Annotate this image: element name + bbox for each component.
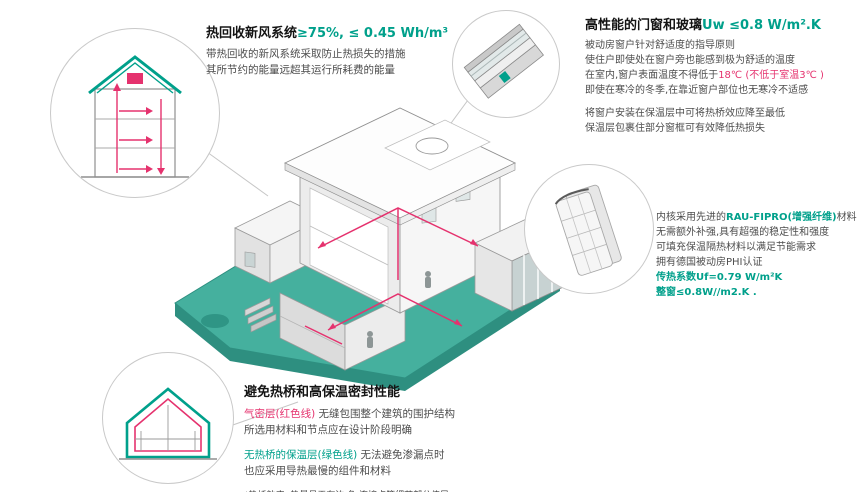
- human-figures: [367, 271, 431, 348]
- window-corner-detail-circle: [452, 10, 560, 118]
- house-cutaway-drawing: [174, 107, 573, 391]
- isometric-passive-house-illustration: [160, 78, 580, 408]
- windows-title: 高性能的门窗和玻璃Uw ≤0.8 W/m².K: [585, 14, 861, 33]
- insulation-layer-line: [125, 387, 211, 459]
- ventilation-ducts: [304, 207, 479, 345]
- thermal-p2-line2: 也应采用导热最慢的组件和材料: [244, 464, 391, 477]
- windows-title-green: Uw ≤0.8 W/m².K: [702, 18, 821, 33]
- section-ventilation: 热回收新风系统≥75%, ≤ 0.45 Wh/m³ 带热回收的新风系统采取防止热…: [206, 22, 486, 79]
- duct-arrowheads: [318, 239, 478, 330]
- windows-body-line2: 使住户即使处在窗户旁也能感到极为舒适的温度: [585, 55, 795, 66]
- basement-stairs: [244, 297, 277, 333]
- profile-line1-black: 内核采用先进的: [656, 212, 726, 223]
- ventilation-body-line1: 带热回收的新风系统采取防止热损失的措施: [206, 48, 406, 60]
- windows-title-black: 高性能的门窗和玻璃: [585, 18, 703, 33]
- house-section-ventilation-icon: [81, 55, 189, 178]
- airflow-arrows: [116, 85, 162, 173]
- thermal-p2-rest: 无法避免渗漏点时: [357, 448, 445, 461]
- window-profile-3d-icon: [554, 184, 622, 276]
- thermal-p1-line2: 所选用材料和节点应在设计阶段明确: [244, 424, 412, 437]
- house-section-insulation-icon: [119, 387, 217, 460]
- windows-body-line3-red: 18℃ (不低于室温3℃ ): [718, 70, 824, 81]
- windows-body-line5: 将窗户安装在保温层中可将热桥效应降至最低: [585, 108, 785, 119]
- profile-line2: 无需额外补强,具有超强的稳定性和强度: [656, 227, 830, 238]
- basement-room: [279, 292, 406, 371]
- ventilation-title: 热回收新风系统≥75%, ≤ 0.45 Wh/m³: [206, 22, 486, 41]
- interior-walls: [135, 405, 201, 451]
- profile-uw-value: 整窗≤0.8W//m2.K .: [656, 287, 757, 298]
- heat-recovery-unit: [127, 73, 143, 84]
- insulation-detail-circle: [102, 352, 234, 484]
- profile-uf-value: 传热系数Uf=0.79 W/m²K: [656, 272, 783, 283]
- thermal-p1-label: 气密层(红色线): [244, 408, 316, 420]
- windows-body-line4: 即使在寒冷的冬季,在靠近窗户部位也无寒冷不适感: [585, 85, 809, 96]
- profile-line1: 内核采用先进的RAU-FIPRO(增强纤维)材料: [656, 210, 862, 225]
- thermal-p2-label: 无热桥的保温层(绿色线): [244, 448, 358, 461]
- thermal-footnote: *热桥效应: 热量易于在边,角,连接点等细节部分传导: [244, 488, 574, 492]
- ventilation-title-green: ≥75%, ≤ 0.45 Wh/m³: [297, 26, 449, 41]
- thermal-p1-line1: 气密层(红色线) 无缝包围整个建筑的围护结构: [244, 406, 574, 422]
- profile-line1-green: RAU-FIPRO(增强纤维): [726, 212, 837, 223]
- windows-body-line6: 保温层包裹住部分窗框可有效降低热损失: [585, 123, 765, 134]
- windows-body-line3-black: 在室内,窗户表面温度不得低于: [585, 70, 719, 81]
- thermal-p1-rest: 无缝包围整个建筑的围护结构: [315, 408, 456, 420]
- ventilation-body-line2: 其所节约的能量远超其运行所耗费的能量: [206, 64, 395, 77]
- section-windows: 高性能的门窗和玻璃Uw ≤0.8 W/m².K 被动房窗户针对舒适度的指导原则 …: [585, 14, 861, 136]
- window-profile-detail-circle: [524, 164, 654, 294]
- thermal-title: 避免热桥和高保温密封性能: [244, 385, 401, 400]
- airflow-arrowheads: [113, 83, 165, 175]
- section-profile: 内核采用先进的RAU-FIPRO(增强纤维)材料 无需额外补强,具有超强的稳定性…: [656, 210, 862, 300]
- ventilation-detail-circle: [50, 28, 220, 198]
- profile-line1-black2: 材料: [836, 212, 857, 223]
- window-frame-corner-icon: [463, 23, 544, 99]
- section-thermal: 避免热桥和高保温密封性能 气密层(红色线) 无缝包围整个建筑的围护结构 所选用材…: [244, 381, 574, 492]
- ground-platform-side: [175, 278, 560, 391]
- windows-body-line1: 被动房窗户针对舒适度的指导原则: [585, 40, 735, 51]
- ventilation-title-black: 热回收新风系统: [206, 26, 298, 41]
- bathtub: [415, 137, 449, 155]
- shrub: [201, 314, 229, 328]
- windows-body-line3: 在室内,窗户表面温度不得低于18℃ (不低于室温3℃ ): [585, 68, 861, 83]
- thermal-p2-line1: 无热桥的保温层(绿色线) 无法避免渗漏点时: [244, 447, 574, 463]
- profile-line3: 可填充保温隔热材料以满足节能需求: [656, 242, 816, 253]
- profile-line4: 拥有德国被动房PHI认证: [656, 257, 763, 268]
